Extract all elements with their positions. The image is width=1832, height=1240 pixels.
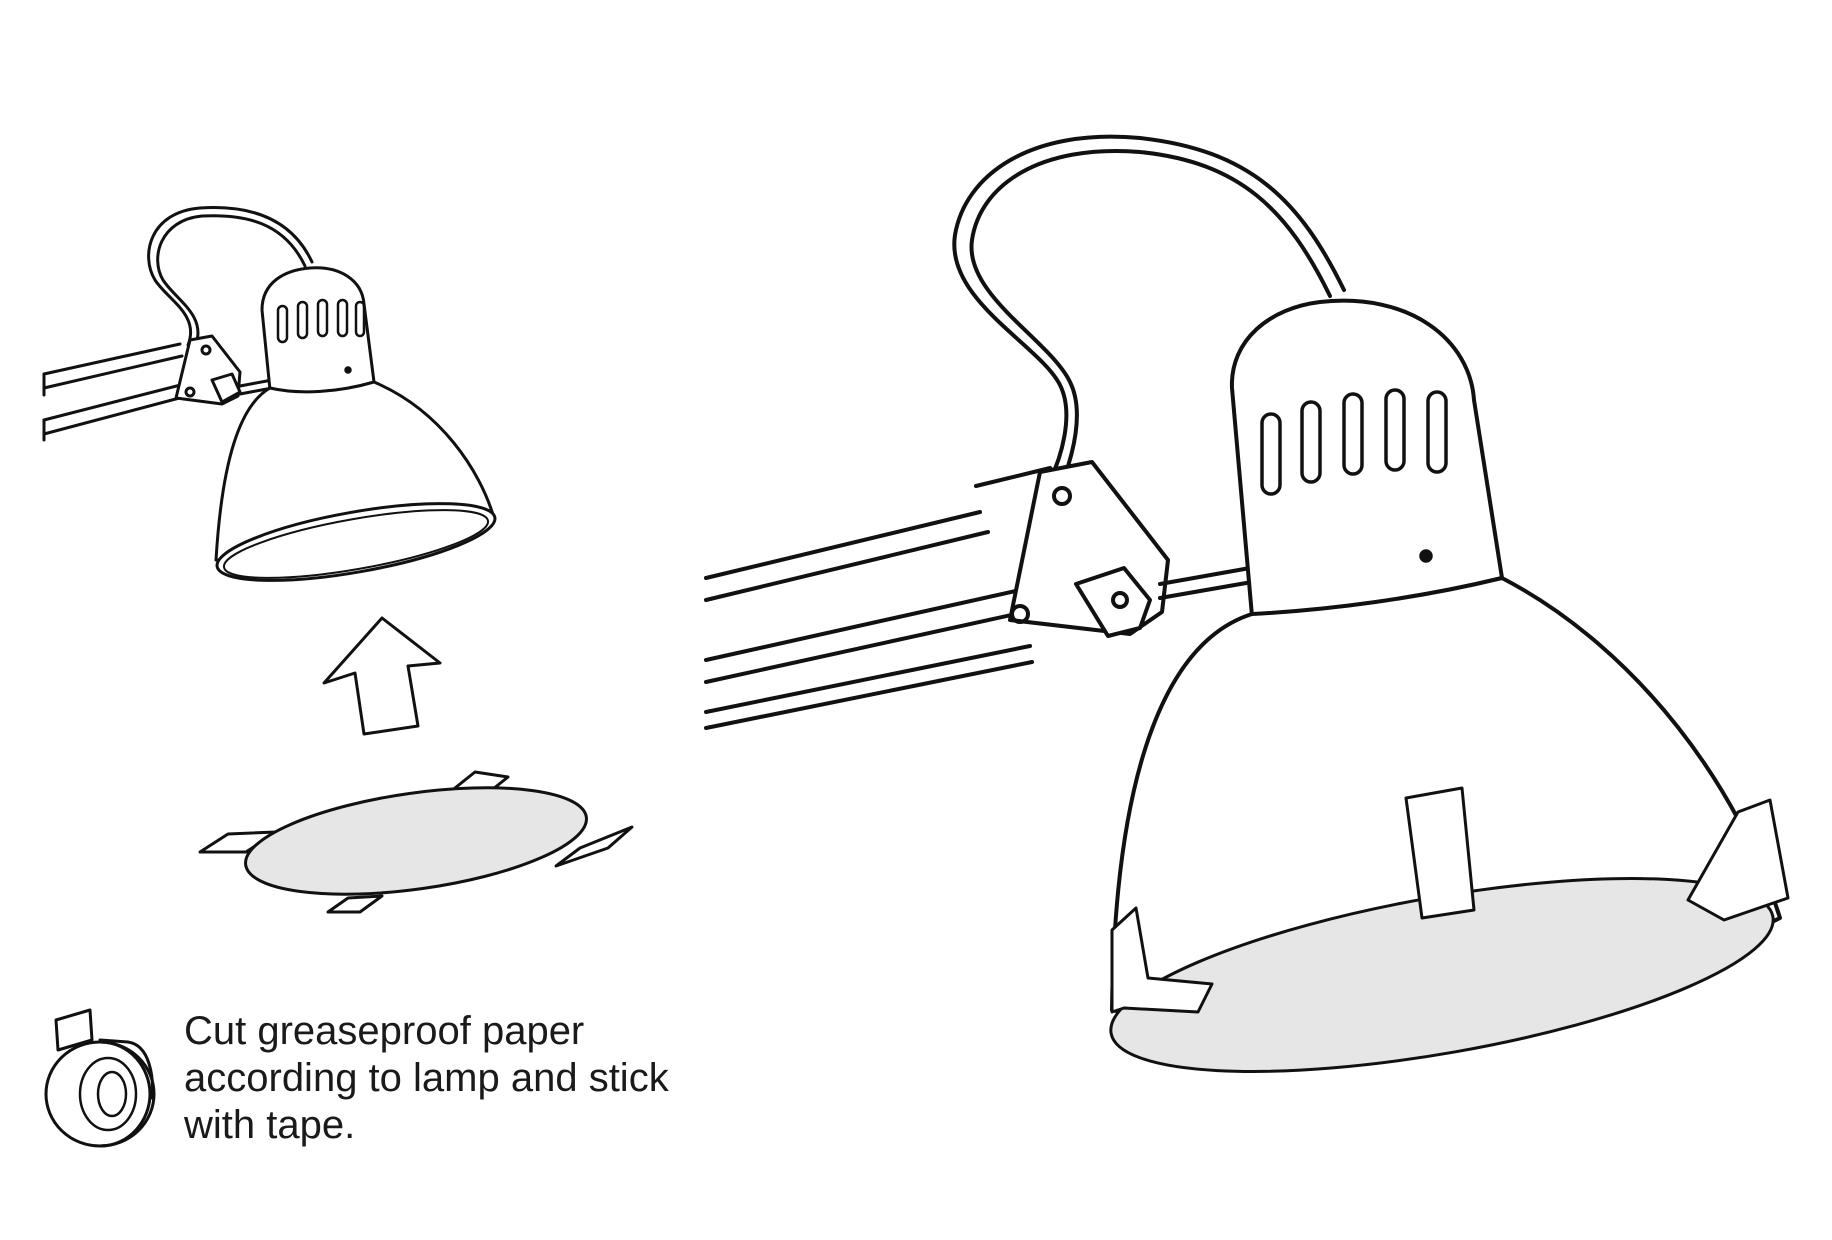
greaseproof-paper-disc bbox=[239, 770, 593, 913]
instruction-text: Cut greaseproof paper according to lamp … bbox=[184, 1008, 724, 1149]
small-lamp-hinge bbox=[176, 336, 272, 404]
large-lamp-hinge bbox=[1010, 462, 1252, 636]
instruction-line-1: Cut greaseproof paper bbox=[184, 1008, 724, 1055]
tape-roll-icon bbox=[46, 1010, 154, 1146]
large-lamp-arm bbox=[706, 468, 1050, 728]
instruction-line-2: according to lamp and stick bbox=[184, 1055, 724, 1102]
up-arrow-icon bbox=[324, 618, 440, 734]
small-lamp bbox=[44, 208, 500, 597]
tape-strip-bottom bbox=[328, 896, 382, 912]
large-lamp bbox=[706, 137, 1788, 1111]
large-lamp-head bbox=[1232, 301, 1502, 616]
instruction-line-3: with tape. bbox=[184, 1102, 724, 1149]
paper-disc-with-tape bbox=[200, 770, 632, 913]
